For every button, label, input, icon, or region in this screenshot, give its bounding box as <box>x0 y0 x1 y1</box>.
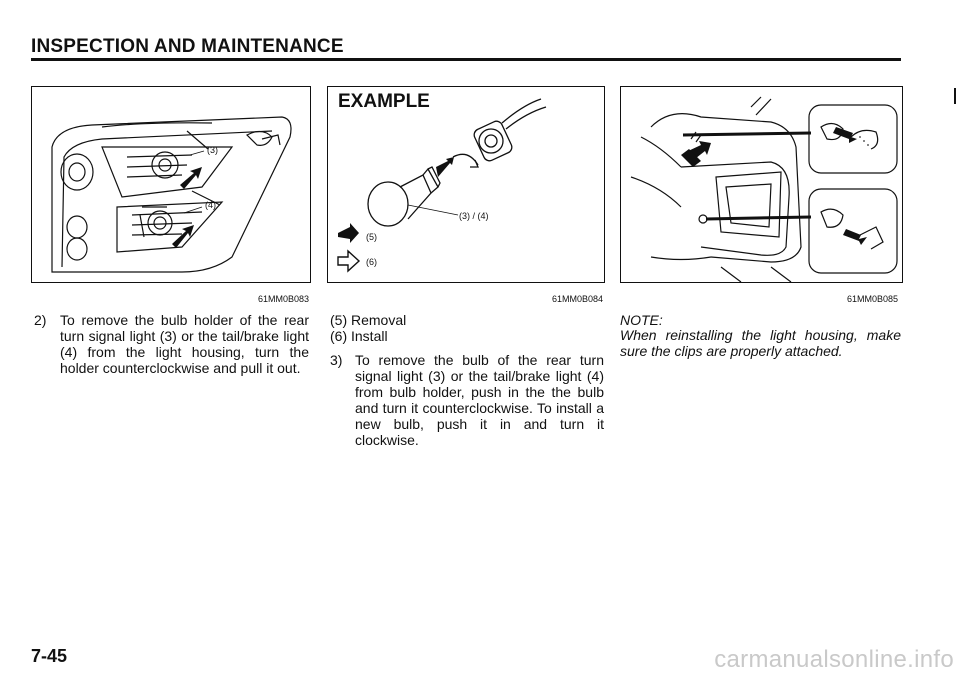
legend-removal: (5) Removal <box>330 312 407 328</box>
tail-light-housing-illustration: (3) (4) <box>51 116 292 273</box>
watermark: carmanualsonline.info <box>714 646 954 673</box>
figure-title: EXAMPLE <box>338 91 430 112</box>
callout-6: (6) <box>366 257 377 267</box>
page-header-title: INSPECTION AND MAINTENANCE <box>31 36 344 57</box>
figure-bulb-example: EXAMPLE (3) / (4) (5) (6) <box>327 86 605 283</box>
header-rule <box>31 58 901 61</box>
step-text: To remove the bulb of the rear turn sign… <box>355 352 604 448</box>
step-number: 2) <box>34 312 47 328</box>
bulb-holder-illustration: (3) / (4) (5) (6) <box>337 98 547 273</box>
step-number: 3) <box>330 352 343 368</box>
figure-code: 61MM0B084 <box>552 294 604 304</box>
edge-mark <box>954 88 956 104</box>
page-number: 7-45 <box>31 646 68 666</box>
legend-install: (6) Install <box>330 328 388 344</box>
callout-3: (3) <box>207 145 218 155</box>
callout-5: (5) <box>366 232 377 242</box>
callout-4: (4) <box>205 200 216 210</box>
light-housing-illustration <box>630 96 898 282</box>
note-text: When reinstalling the light housing, mak… <box>620 327 901 359</box>
figure-bulb-holder-housing: (3) (4) <box>31 86 311 283</box>
figure-code: 61MM0B083 <box>258 294 310 304</box>
callout-3-4: (3) / (4) <box>459 211 489 221</box>
note-label: NOTE: <box>620 312 663 328</box>
figure-code: 61MM0B085 <box>847 294 899 304</box>
figure-light-housing-clips <box>620 86 903 283</box>
step-text: To remove the bulb holder of the rear tu… <box>60 312 309 376</box>
